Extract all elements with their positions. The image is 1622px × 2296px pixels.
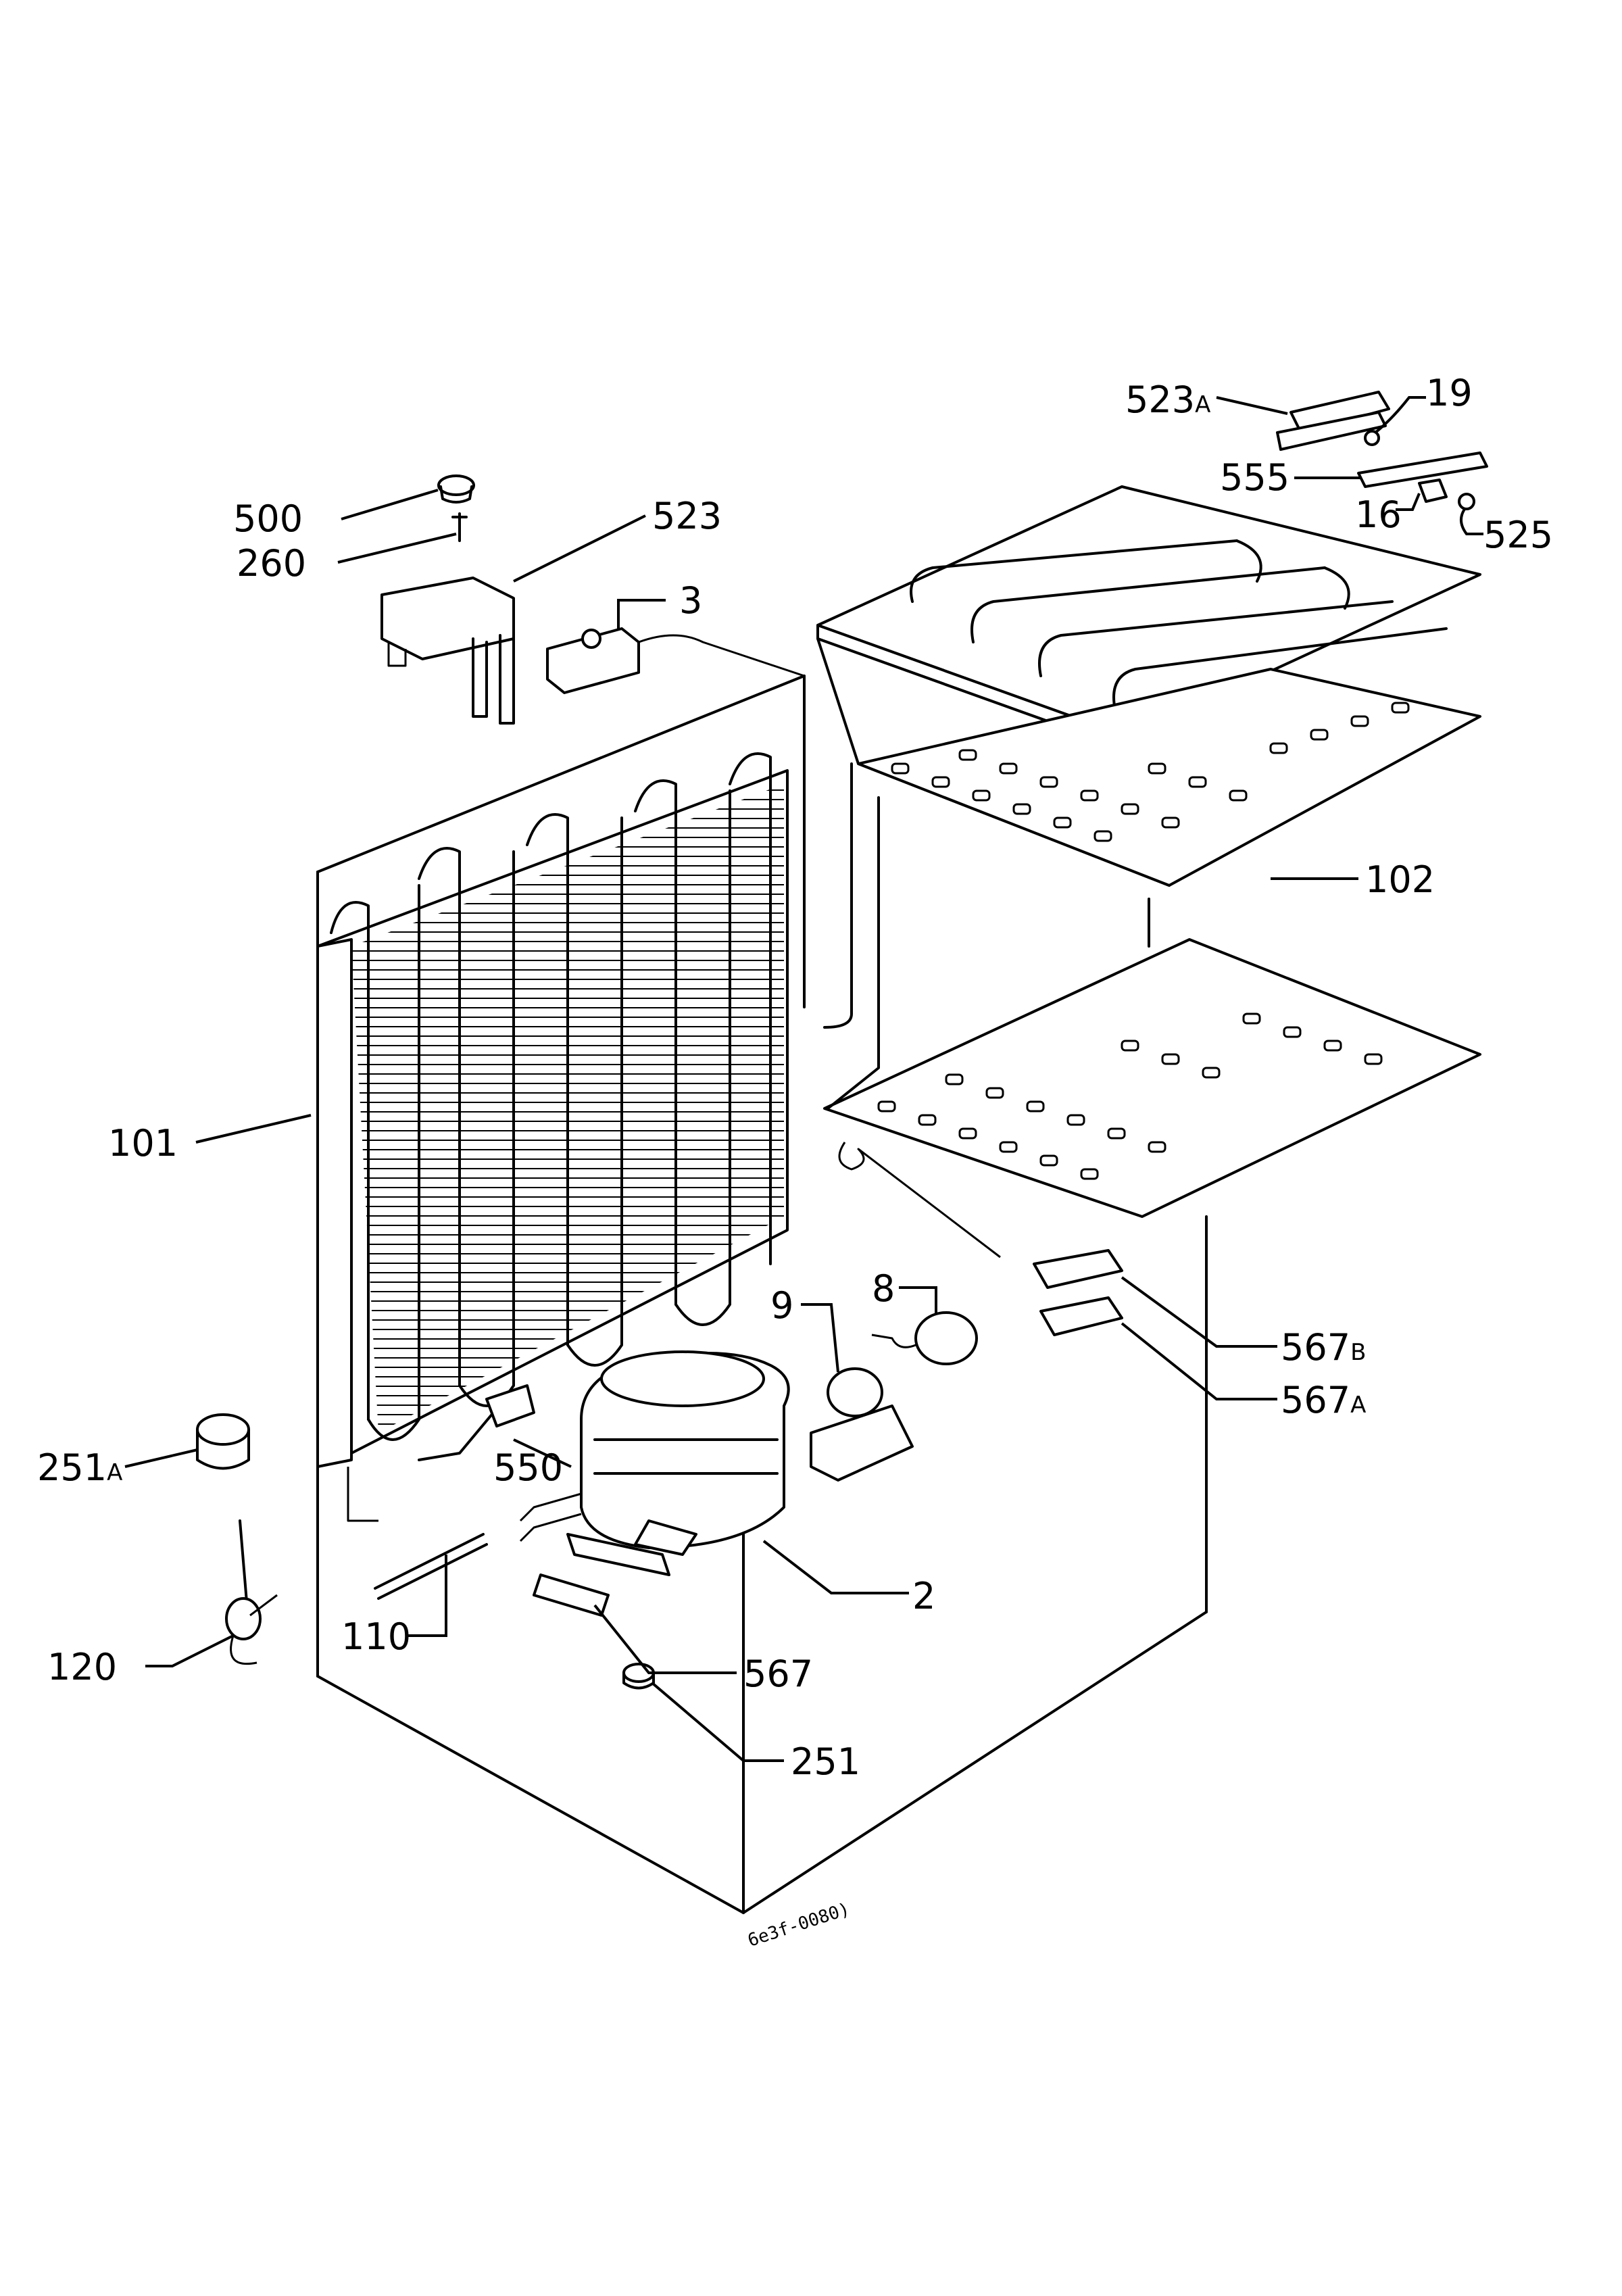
mounting-plate-567A [1039,1296,1123,1336]
label-523: 523 [652,495,722,537]
screw-260 [451,512,468,542]
label-2: 2 [912,1575,935,1617]
pipe-550 [418,1384,535,1461]
label-16: 16 [1355,493,1402,536]
leader-lines [124,396,1483,1762]
bushing-251A [196,1413,250,1470]
label-120: 120 [47,1646,117,1688]
label-567B: 567B [1281,1326,1366,1369]
label-500: 500 [233,497,303,540]
label-567: 567 [743,1653,813,1695]
label-19: 19 [1426,372,1473,414]
mounting-plate-567B [1033,1249,1123,1289]
label-567A: 567A [1281,1379,1366,1421]
label-251: 251 [791,1740,860,1783]
label-9: 9 [770,1284,793,1327]
label-101: 101 [108,1122,178,1165]
label-3: 3 [679,579,702,622]
label-260: 260 [237,542,306,585]
overload-8 [871,1311,978,1365]
label-550: 550 [493,1446,563,1489]
evaporator-102 [816,485,1481,1259]
relay-9 [810,1367,914,1482]
thermostat-housing-523 [380,577,515,725]
compressor-2 [519,1350,790,1576]
label-251A: 251A [37,1446,122,1489]
label-8: 8 [872,1267,895,1310]
grommet-251 [622,1663,655,1690]
label-110: 110 [341,1615,411,1658]
knob-16 [1418,479,1448,503]
bracket-523A [1276,391,1390,451]
label-523A: 523A [1125,378,1210,421]
label-525: 525 [1483,514,1553,556]
part-labels: 523A 19 555 16 525 500 260 523 3 102 101… [37,372,1553,1951]
knob-500 [437,474,475,504]
screw-525 [1458,493,1475,510]
shelf-slots-lower [877,1012,1383,1180]
drawing-code: 6e3f-0080) [745,1899,852,1951]
screw-19 [1364,430,1380,446]
plate-555 [1357,451,1488,488]
tube-110 [374,1533,488,1600]
condenser-101 [316,752,789,1522]
capillary-tube-120 [225,1519,278,1665]
shelf-slots-upper [891,702,1410,842]
label-555: 555 [1220,456,1289,499]
thermostat-3 [546,627,805,694]
label-102: 102 [1365,858,1435,901]
